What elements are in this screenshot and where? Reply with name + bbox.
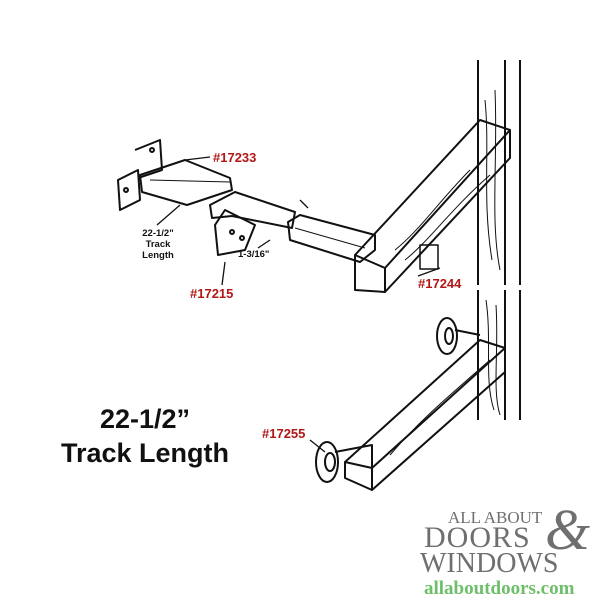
wall-stud-lower — [477, 290, 521, 420]
part-label-17233: #17233 — [213, 150, 257, 165]
wall-stud-upper — [477, 60, 521, 285]
track-length-note: 22-1/2" Track Length — [133, 228, 183, 261]
logo-line1: ALL ABOUT — [448, 508, 543, 527]
logo-url: allaboutdoors.com — [424, 578, 575, 599]
note-line: 22-1/2" — [142, 228, 174, 239]
track-connector-17215 — [209, 191, 296, 256]
logo-line2: DOORS — [424, 521, 531, 554]
part-label-17244: #17244 — [418, 276, 462, 291]
gap-dimension: 1-3/16" — [238, 249, 270, 260]
front-bracket-17233 — [117, 139, 233, 211]
headline-line2: Track Length — [60, 438, 230, 468]
rear-track-segment — [287, 214, 376, 263]
part-label-17255: #17255 — [262, 426, 306, 441]
logo-ampersand: & — [545, 497, 591, 562]
upper-header-beam — [354, 119, 511, 293]
lower-header-beam — [344, 339, 506, 491]
part-label-17215: #17215 — [190, 286, 234, 301]
note-line: Track — [145, 239, 171, 250]
note-line: Length — [142, 250, 174, 261]
headline-line1: 22-1/2” — [99, 404, 191, 434]
headline: 22-1/2” Track Length — [40, 402, 250, 470]
logo-line3: WINDOWS — [420, 548, 559, 579]
roller-17255 — [315, 317, 481, 483]
leader-lines — [156, 156, 441, 453]
